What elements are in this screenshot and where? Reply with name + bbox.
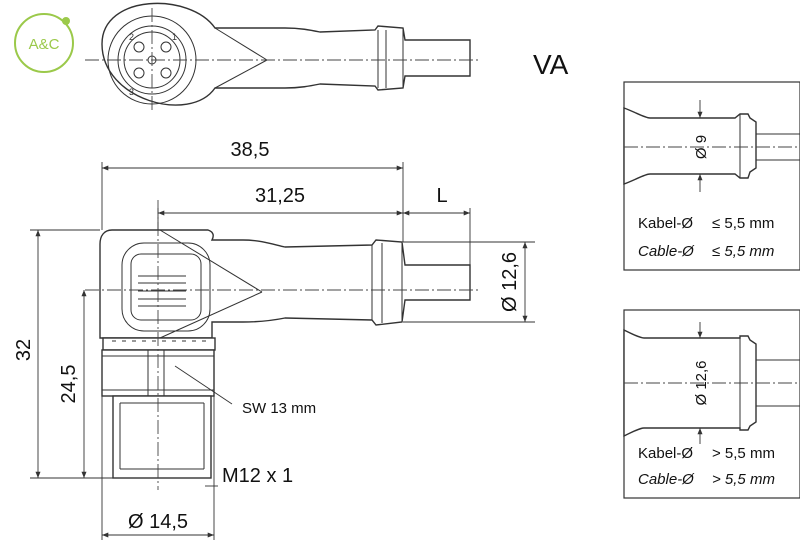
detail-large-cable: Ø 12,6 Kabel-Ø > 5,5 mm Cable-Ø > 5,5 mm [623,309,800,499]
detail-small-cable: Ø 9 Kabel-Ø ≤ 5,5 mm Cable-Ø ≤ 5,5 mm [623,81,800,271]
dim-diameter-body: Ø 12,6 [499,252,521,312]
detail-small-cable-label: Cable-Ø [638,243,695,260]
dim-length-total: 38,5 [231,139,270,161]
detail-large-cable-value: > 5,5 mm [712,471,775,488]
dim-thread: M12 x 1 [222,465,293,487]
dim-length-body: 31,25 [255,185,305,207]
detail-large-diameter: Ø 12,6 [693,360,710,405]
pin-label-3: 3 [129,87,134,97]
top-view: 2 1 3 [85,2,480,112]
detail-small-kabel-label: Kabel-Ø [638,215,693,232]
dim-height-nut: 24,5 [58,365,80,404]
dimension-lines [30,162,535,540]
pin-label-2: 2 [129,32,134,42]
dim-diameter-nut: Ø 14,5 [128,511,188,533]
variant-title: VA [533,49,569,80]
logo-text: A&C [29,36,60,53]
pin-label-1: 1 [172,32,177,42]
detail-large-cable-label: Cable-Ø [638,471,695,488]
detail-small-cable-value: ≤ 5,5 mm [712,243,774,260]
side-view [85,200,480,490]
detail-small-kabel-value: ≤ 5,5 mm [712,215,774,232]
detail-large-kabel-value: > 5,5 mm [712,445,775,462]
dim-height-total: 32 [13,339,35,361]
detail-large-kabel-label: Kabel-Ø [638,445,693,462]
dim-wrench: SW 13 mm [242,400,316,417]
brand-logo: A&C [14,13,74,73]
dim-length-cable: L [436,185,447,207]
detail-small-diameter: Ø 9 [693,135,710,159]
